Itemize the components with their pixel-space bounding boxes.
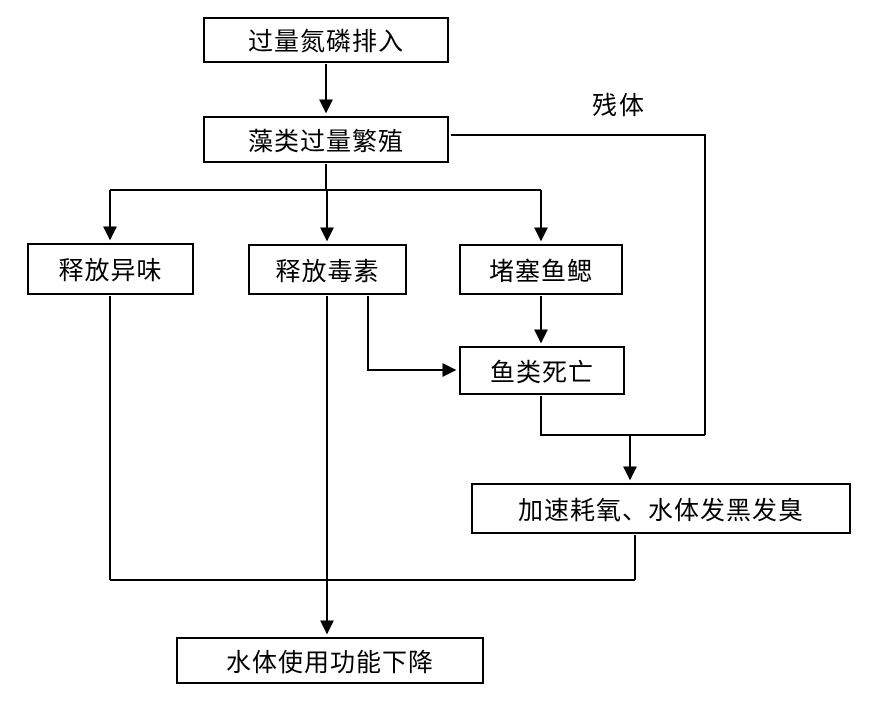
connector-death-to-junction	[540, 396, 705, 436]
node-label: 释放毒素	[275, 258, 380, 286]
arrow-toxins-to-death	[367, 296, 457, 377]
node-label: 堵塞鱼鳃	[488, 258, 593, 286]
node-algae-bloom: 藻类过量繁殖	[203, 116, 449, 163]
node-release-odor: 释放异味	[27, 243, 194, 295]
node-label: 加速耗氧、水体发黑发臭	[517, 497, 804, 525]
connector-residue-path	[451, 134, 706, 435]
node-label: 水体使用功能下降	[225, 649, 434, 677]
node-release-toxins: 释放毒素	[248, 244, 407, 295]
node-clog-fish-gills: 堵塞鱼鳃	[459, 244, 623, 295]
node-fish-death: 鱼类死亡	[459, 346, 625, 395]
node-oxygen-depletion: 加速耗氧、水体发黑发臭	[471, 483, 851, 534]
node-label: 鱼类死亡	[489, 359, 594, 387]
node-label: 释放异味	[58, 258, 163, 285]
residue-label: 残体	[592, 93, 647, 120]
node-water-function-decline: 水体使用功能下降	[176, 637, 484, 684]
node-excess-nitrogen-phosphorus: 过量氮磷排入	[203, 17, 449, 63]
node-label: 过量氮磷排入	[247, 29, 404, 56]
node-label: 藻类过量繁殖	[247, 128, 404, 156]
